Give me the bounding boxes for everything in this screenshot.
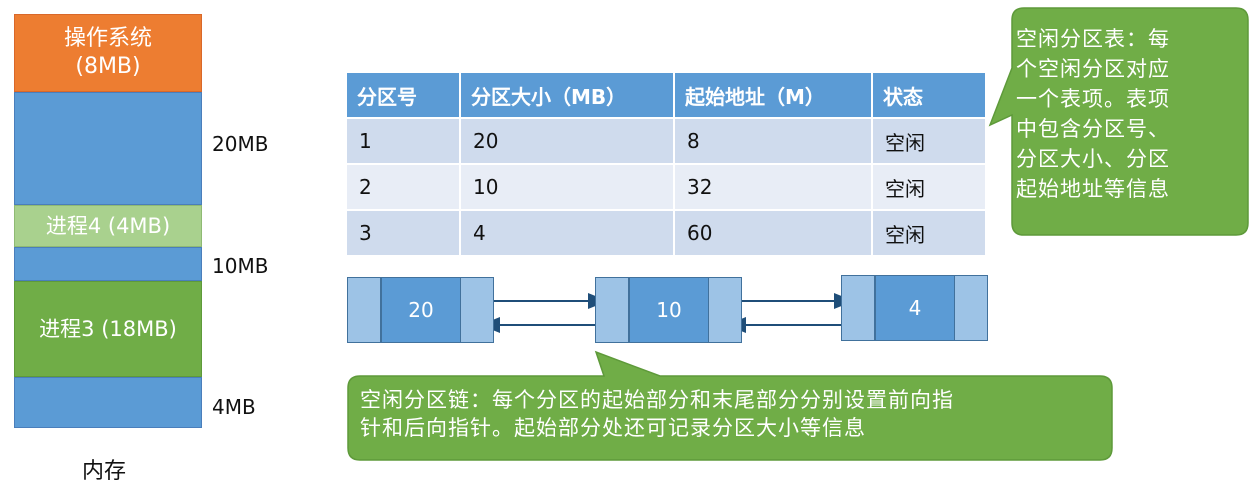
cell-address: 60 xyxy=(674,209,873,255)
cell-size: 10 xyxy=(460,163,675,210)
header-start-address: 起始地址（M） xyxy=(674,73,873,118)
node-forward-pointer xyxy=(595,277,629,343)
list-node-2: 10 xyxy=(595,277,742,343)
size-label-10mb: 10MB xyxy=(212,254,269,278)
cell-id: 2 xyxy=(347,163,461,210)
table-row: 1 20 8 空闲 xyxy=(347,117,985,164)
cell-status: 空闲 xyxy=(872,209,985,255)
node-forward-pointer xyxy=(841,275,875,341)
node-size: 4 xyxy=(875,275,955,341)
node-size: 20 xyxy=(381,277,461,343)
process4-label: 进程4 (4MB) xyxy=(45,214,171,238)
memory-caption: 内存 xyxy=(82,459,127,484)
callout-line: 一个表项。表项 xyxy=(1016,87,1170,111)
partition-table: 分区号 分区大小（MB） 起始地址（M） 状态 1 20 8 空闲 2 10 3… xyxy=(347,73,985,255)
callout-line: 个空闲分区对应 xyxy=(1016,57,1170,81)
cell-size: 20 xyxy=(460,117,675,164)
os-size: (8MB) xyxy=(75,54,141,79)
table-header-row: 分区号 分区大小（MB） 起始地址（M） 状态 xyxy=(347,73,985,118)
cell-status: 空闲 xyxy=(872,117,985,164)
table-callout-bubble xyxy=(988,7,1249,236)
header-partition-id: 分区号 xyxy=(347,73,461,118)
callout-line: 分区大小、分区 xyxy=(1016,147,1170,171)
header-partition-size: 分区大小（MB） xyxy=(460,73,675,118)
table-row: 3 4 60 空闲 xyxy=(347,209,985,255)
chain-callout-bubble xyxy=(347,350,1113,461)
node-size: 10 xyxy=(629,277,709,343)
node-backward-pointer xyxy=(460,277,494,343)
free-block-10mb xyxy=(14,247,202,281)
callout-line: 针和后向指针。起始部分处还可记录分区大小等信息 xyxy=(360,416,866,440)
os-block: 操作系统 (8MB) xyxy=(14,14,202,92)
cell-address: 8 xyxy=(674,117,873,164)
free-block-20mb xyxy=(14,92,202,205)
list-node-3: 4 xyxy=(841,275,988,341)
callout-line: 空闲分区链：每个分区的起始部分和末尾部分分别设置前向指 xyxy=(360,388,954,412)
process4-block: 进程4 (4MB) xyxy=(14,205,202,247)
size-label-20mb: 20MB xyxy=(212,132,269,156)
cell-address: 32 xyxy=(674,163,873,210)
cell-size: 4 xyxy=(460,209,675,255)
process3-block: 进程3 (18MB) xyxy=(14,281,202,377)
free-block-4mb xyxy=(14,377,202,428)
chain-callout-text: 空闲分区链：每个分区的起始部分和末尾部分分别设置前向指 针和后向指针。起始部分处… xyxy=(360,386,1120,442)
header-status: 状态 xyxy=(872,73,985,118)
callout-line: 起始地址等信息 xyxy=(1016,177,1170,201)
list-node-1: 20 xyxy=(347,277,494,343)
os-label: 操作系统 xyxy=(63,26,152,51)
node-forward-pointer xyxy=(347,277,381,343)
process3-label: 进程3 (18MB) xyxy=(39,317,177,341)
callout-line: 空闲分区表：每 xyxy=(1016,27,1170,51)
node-backward-pointer xyxy=(708,277,742,343)
cell-id: 3 xyxy=(347,209,461,255)
table-row: 2 10 32 空闲 xyxy=(347,163,985,210)
table-callout-text: 空闲分区表：每 个空闲分区对应 一个表项。表项 中包含分区号、 分区大小、分区 … xyxy=(1016,24,1256,204)
node-backward-pointer xyxy=(954,275,988,341)
callout-line: 中包含分区号、 xyxy=(1016,117,1170,141)
cell-id: 1 xyxy=(347,117,461,164)
size-label-4mb: 4MB xyxy=(212,395,256,419)
cell-status: 空闲 xyxy=(872,163,985,210)
